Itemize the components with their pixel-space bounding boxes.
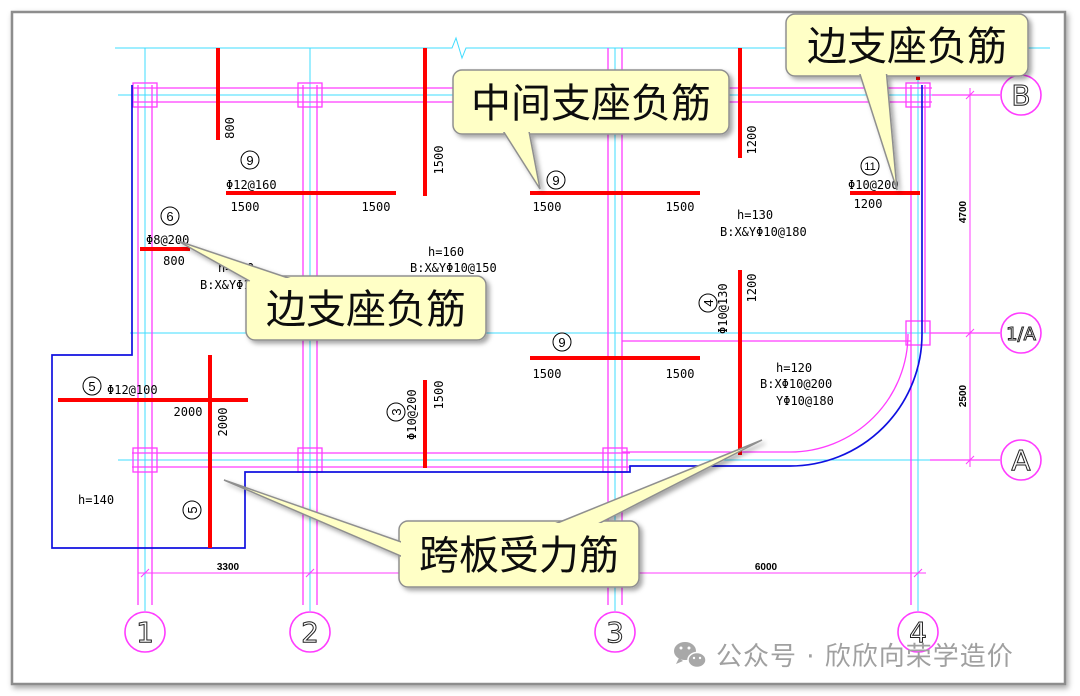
watermark: 公众号 · 欣欣向荣学造价 (674, 642, 1014, 672)
grid-label-column-1: 1 (124, 611, 166, 653)
wechat-icon (674, 642, 707, 669)
bar-mark: 9 (546, 170, 566, 190)
bar-marks: 9 6 9 11 9 5 3 4 5 (82, 150, 880, 520)
dimension-value: 3300 (217, 562, 240, 573)
grid-label-text: 3 (606, 616, 624, 649)
slab-thickness: h=160 (428, 245, 464, 259)
bar-mark: 5 (182, 500, 202, 520)
column (132, 447, 158, 473)
curved-beam-line (622, 333, 909, 453)
bar-length: 800 (223, 117, 237, 139)
bar-mark-label: 4 (701, 299, 716, 306)
rebars (58, 48, 920, 548)
bar-spec: Φ12@100 (107, 383, 158, 397)
bar-mark-label: 9 (552, 173, 559, 188)
bar-length: 1200 (745, 274, 759, 303)
bar-mark-label: 9 (558, 335, 565, 350)
callout-label: 边支座负筋 (807, 24, 1007, 70)
bar-mark-label: 6 (166, 209, 173, 224)
slab-thickness: h=120 (776, 361, 812, 375)
slab-bottom-rebar-x: B:XΦ10@200 (760, 377, 832, 391)
bar-specs: Φ12@160 Φ8@200 Φ10@200 Φ12@100 Φ10@200 Φ… (107, 178, 899, 440)
grid-label-row-1a: 1/A (1000, 312, 1042, 354)
callout-edge-support-top: 边支座负筋 (785, 13, 1029, 191)
callout-label: 中间支座负筋 (471, 81, 711, 127)
bar-length: 1500 (432, 381, 446, 410)
bar-mark: 9 (240, 150, 260, 170)
bar-length: 1500 (533, 367, 562, 381)
grid-label-text: A (1011, 444, 1030, 477)
dimension-value: 4700 (958, 200, 969, 223)
bar-spec: Φ10@200 (848, 178, 899, 192)
column (905, 320, 931, 346)
grid-label-column-2: 2 (289, 611, 331, 653)
bar-spec: Φ8@200 (146, 233, 189, 247)
grid-label-text: 1/A (1006, 324, 1037, 345)
slab-thickness: h=130 (737, 208, 773, 222)
callout-cross-span: 跨板受力筋 (223, 439, 763, 588)
bar-spec: Φ12@160 (226, 178, 277, 192)
bar-mark-label: 9 (246, 153, 253, 168)
bar-mark: 9 (552, 332, 572, 352)
grid-label-row-b: B (1000, 74, 1042, 116)
bar-spec: Φ10@200 (405, 389, 419, 440)
bar-length: 1500 (533, 200, 562, 214)
slab-bottom-rebar: B:X&YΦ10@180 (720, 225, 807, 239)
slab-bottom-rebar-y: YΦ10@180 (776, 394, 834, 408)
bar-mark-label: 5 (88, 379, 95, 394)
grid-label-row-a: A (1000, 439, 1042, 481)
slab-bottom-rebar: B:X&YΦ10@150 (410, 261, 497, 275)
bar-mark: 5 (82, 376, 102, 396)
bar-length: 1500 (362, 200, 391, 214)
column (132, 82, 158, 108)
bar-mark: 4 (698, 293, 718, 313)
bar-length: 2000 (174, 405, 203, 419)
slab-outline (51, 85, 923, 549)
bar-length: 1500 (666, 367, 695, 381)
grid-label-text: B (1011, 79, 1030, 112)
dimension-tick (965, 455, 975, 465)
bar-length: 1500 (231, 200, 260, 214)
dimension-tick (965, 328, 975, 338)
dimension-value: 2500 (958, 384, 969, 407)
column (905, 82, 931, 108)
bar-length: 1500 (432, 146, 446, 175)
watermark-text: 公众号 · 欣欣向荣学造价 (716, 642, 1014, 672)
bar-mark: 11 (860, 156, 880, 176)
callout-edge-support-left: 边支座负筋 (177, 240, 487, 341)
dimension-tick (913, 568, 923, 578)
column (297, 82, 323, 108)
bar-length: 800 (163, 254, 185, 268)
grid-label-text: 1 (136, 616, 154, 649)
columns (132, 82, 931, 473)
bar-lengths: 800 1500 1200 1500 1500 1500 1500 1200 8… (163, 117, 882, 436)
dimension-tick (305, 568, 315, 578)
dimension-tick (140, 568, 150, 578)
bar-length: 2000 (216, 408, 230, 437)
grid-labels: 1 2 3 4 B 1/A A (124, 74, 1042, 653)
bar-length: 1200 (854, 197, 883, 211)
dimension-values: 3300 6000 4700 2500 (217, 200, 969, 573)
bar-spec: Φ10@130 (716, 283, 730, 334)
dimension-value: 6000 (755, 562, 778, 573)
slab-thickness: h=140 (78, 493, 114, 507)
grid-label-column-4: 4 (897, 611, 939, 653)
bar-mark-label: 3 (389, 408, 404, 415)
callout-label: 跨板受力筋 (419, 533, 619, 579)
grid-label-column-3: 3 (594, 611, 636, 653)
bar-mark-label: 11 (864, 161, 875, 173)
dimension-tick (965, 90, 975, 100)
top-axis-with-break (115, 36, 1050, 60)
bar-mark: 3 (386, 402, 406, 422)
grid-label-text: 4 (909, 616, 927, 649)
bar-length: 1500 (666, 200, 695, 214)
bar-mark-label: 5 (185, 506, 200, 513)
callout-middle-support: 中间支座负筋 (452, 69, 730, 190)
bar-length: 1200 (745, 126, 759, 155)
callout-label: 边支座负筋 (266, 287, 466, 333)
grid-label-text: 2 (301, 616, 319, 649)
bar-mark: 6 (160, 206, 180, 226)
